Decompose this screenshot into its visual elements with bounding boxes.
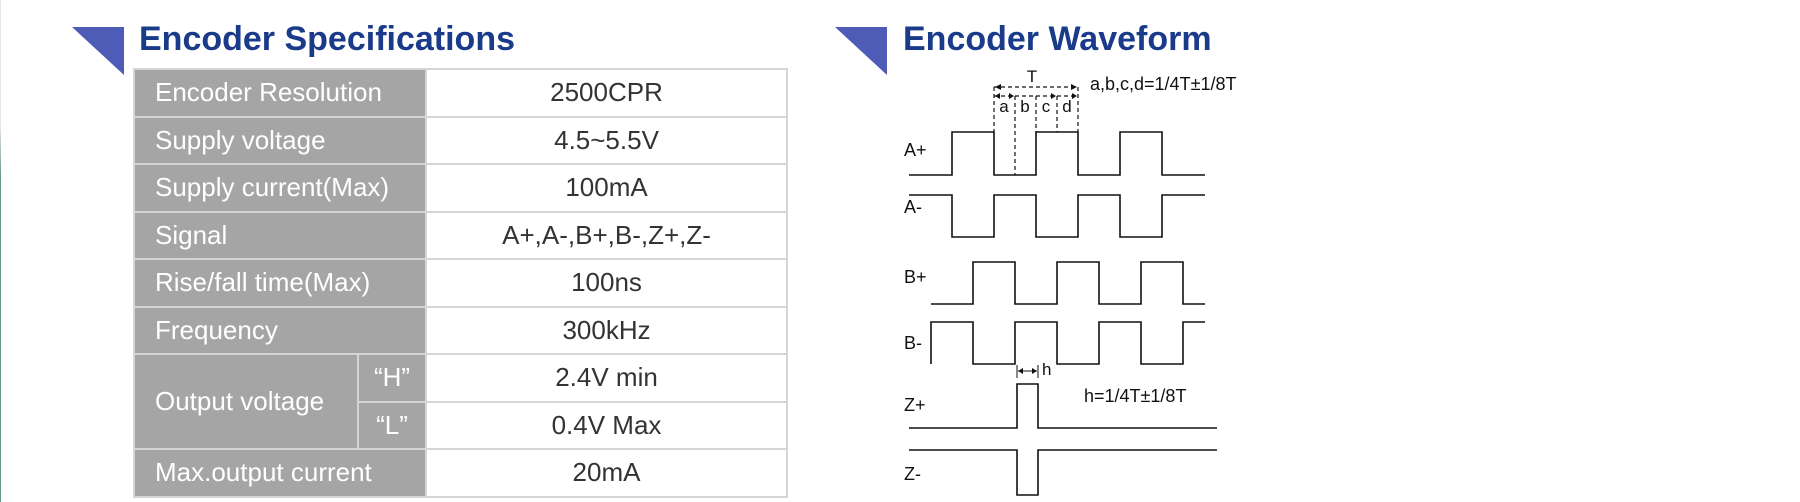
waveform-z-minus (909, 449, 1217, 496)
row-value: 100ns (425, 258, 789, 308)
phase-mark-a: a (999, 97, 1009, 116)
left-edge-line (0, 0, 1, 502)
phase-mark-d: d (1062, 97, 1071, 116)
waveform-diagram: T a,b,c,d=1/4T±1/8T a b c d h h=1/4T±1/8… (904, 67, 1236, 496)
low-level-value: 0.4V Max (425, 400, 789, 450)
table-row: Signal A+,A-,B+,B-,Z+,Z- (132, 210, 789, 260)
channel-label-z-minus: Z- (904, 464, 921, 484)
row-value: 100mA (425, 163, 789, 213)
period-label: T (1027, 67, 1037, 86)
waveform-b-plus (931, 261, 1205, 305)
table-row: “L” 0.4V Max (134, 400, 789, 450)
row-value: 20mA (425, 448, 789, 498)
phase-mark-c: c (1042, 97, 1051, 116)
row-label: Max.output current (132, 448, 428, 498)
specifications-title: Encoder Specifications (139, 20, 515, 58)
waveform-z-plus (909, 383, 1217, 429)
table-row: Encoder Resolution 2500CPR (132, 68, 789, 118)
row-label: Supply current(Max) (132, 163, 428, 213)
row-label: Supply voltage (132, 115, 428, 165)
phase-mark-b: b (1020, 97, 1029, 116)
specifications-table: Encoder Resolution 2500CPR Supply voltag… (132, 68, 789, 498)
row-label: Rise/fall time(Max) (132, 258, 428, 308)
channel-label-b-plus: B+ (904, 267, 927, 287)
table-row: Supply voltage 4.5~5.5V (132, 115, 789, 165)
row-label: Encoder Resolution (132, 68, 428, 118)
channel-label-a-minus: A- (904, 197, 922, 217)
section-marker-icon (72, 27, 124, 75)
row-value: 300kHz (425, 305, 789, 355)
channel-label-b-minus: B- (904, 333, 922, 353)
high-level-label: “H” (356, 353, 428, 403)
channel-label-z-plus: Z+ (904, 395, 926, 415)
index-width-label: h (1042, 360, 1051, 379)
high-level-value: 2.4V min (425, 353, 789, 403)
table-row: Supply current(Max) 100mA (132, 163, 789, 213)
channel-label-a-plus: A+ (904, 140, 927, 160)
waveform-a-plus (909, 131, 1205, 176)
low-level-label: “L” (356, 400, 428, 450)
table-row: Max.output current 20mA (132, 448, 789, 498)
table-row: Rise/fall time(Max) 100ns (132, 258, 789, 308)
table-row: Frequency 300kHz (132, 305, 789, 355)
output-voltage-label: Output voltage (133, 353, 359, 450)
row-label: Frequency (132, 305, 428, 355)
row-value: 4.5~5.5V (425, 115, 789, 165)
waveform-b-minus (930, 321, 1205, 365)
index-note: h=1/4T±1/8T (1084, 386, 1186, 406)
phase-note: a,b,c,d=1/4T±1/8T (1090, 74, 1236, 94)
row-value: A+,A-,B+,B-,Z+,Z- (425, 210, 789, 260)
waveform-title: Encoder Waveform (903, 20, 1212, 58)
table-row: Output voltage “H” 2.4V min (133, 353, 789, 450)
waveform-a-minus (909, 194, 1205, 238)
row-label: Signal (132, 210, 428, 260)
section-marker-icon (835, 27, 887, 75)
row-value: 2500CPR (425, 68, 789, 118)
